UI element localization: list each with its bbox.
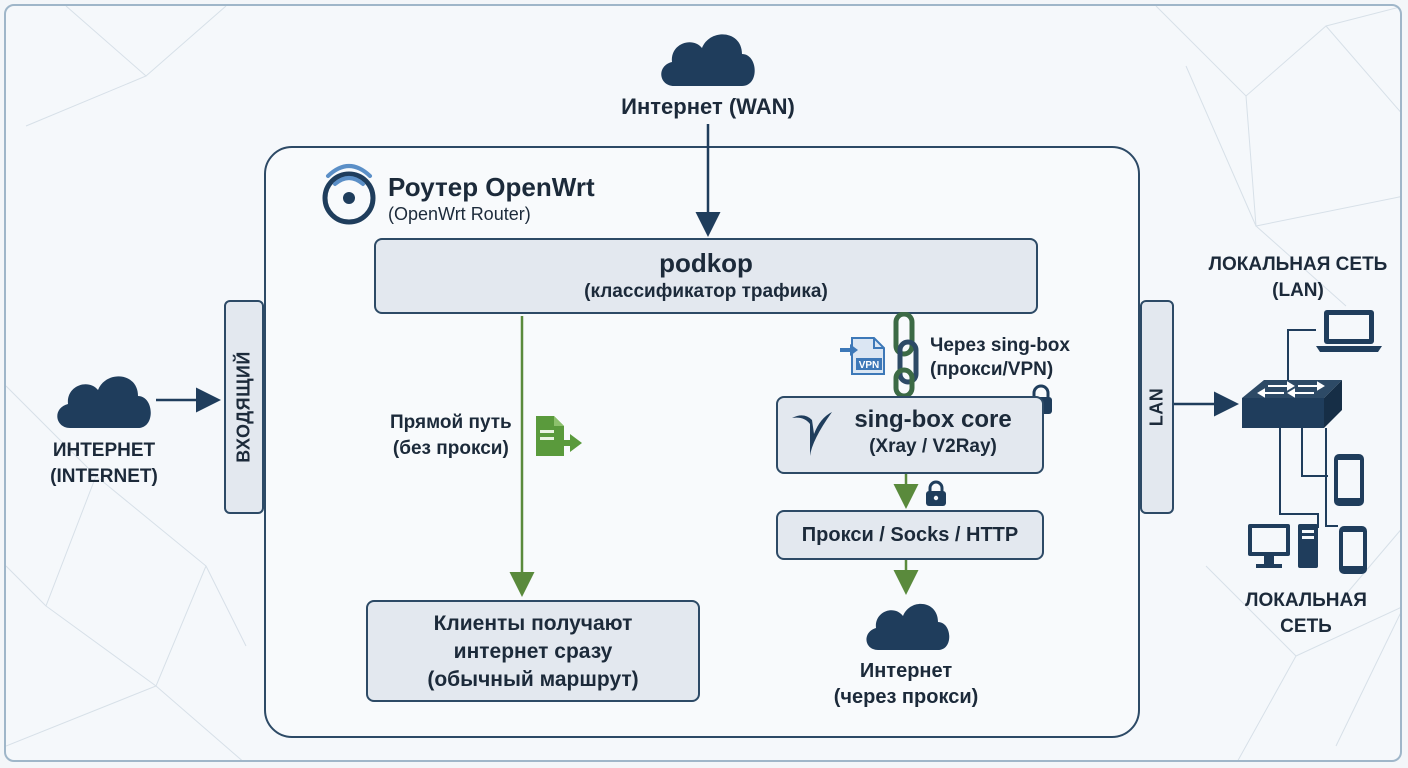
vpn-file-icon: VPN xyxy=(840,337,885,375)
proxy-box: Прокси / Socks / HTTP xyxy=(776,510,1044,560)
podkop-title: podkop xyxy=(659,248,753,278)
direct-line2: (без прокси) xyxy=(392,438,509,459)
connection-arrows xyxy=(156,124,1338,597)
smartphone-icon xyxy=(1334,454,1364,506)
podkop-subtitle: (классификатор трафика) xyxy=(584,281,828,302)
clients-line2: интернет сразу xyxy=(453,640,613,663)
laptop-icon xyxy=(1316,310,1382,352)
clients-line3: (обычный маршрут) xyxy=(427,668,639,691)
lock-icon-2 xyxy=(926,480,946,506)
internet-proxy-label: Интернет (через прокси) xyxy=(806,658,1006,710)
desktop-computer-icon xyxy=(1248,524,1318,568)
via-singbox-line2: (прокси/VPN) xyxy=(930,359,1054,380)
network-switch-icon xyxy=(1242,380,1342,428)
clients-box: Клиенты получают интернет сразу (обычный… xyxy=(366,600,700,702)
lan-top-line1: ЛОКАЛЬНАЯ СЕТЬ xyxy=(1208,254,1388,275)
lan-bottom-label: ЛОКАЛЬНАЯ СЕТЬ xyxy=(1216,588,1396,640)
via-singbox-line1: Через sing-box xyxy=(930,335,1070,356)
lan-bottom-line2: СЕТЬ xyxy=(1280,616,1332,637)
singbox-title: sing-box core xyxy=(854,406,1012,433)
internet-proxy-line2: (через прокси) xyxy=(833,686,979,708)
internet-cloud-icon xyxy=(57,376,151,428)
singbox-box: sing-box core (Xray / V2Ray) xyxy=(776,396,1044,474)
direct-path-label: Прямой путь (без прокси) xyxy=(390,410,512,462)
lan-top-line2: (LAN) xyxy=(1272,280,1324,301)
router-title: Роутер OpenWrt xyxy=(388,172,595,202)
lan-bottom-line1: ЛОКАЛЬНАЯ xyxy=(1245,590,1367,611)
incoming-label: ВХОДЯЩИЙ xyxy=(233,351,254,463)
internet-proxy-line1: Интернет xyxy=(859,660,953,682)
chain-link-icon xyxy=(893,312,919,398)
lan-wiring xyxy=(1279,329,1338,528)
lan-top-label: ЛОКАЛЬНАЯ СЕТЬ (LAN) xyxy=(1192,252,1400,304)
diagram-canvas: Интернет (WAN) Роутер OpenWrt (OpenWrt R… xyxy=(4,4,1402,762)
internet-left-label: ИНТЕРНЕТ (INTERNET) xyxy=(34,438,174,490)
via-singbox-label: Через sing-box (прокси/VPN) xyxy=(930,334,1070,382)
podkop-box: podkop (классификатор трафика) xyxy=(374,238,1038,314)
smartphone-icon-2 xyxy=(1339,526,1367,574)
singbox-subtitle: (Xray / V2Ray) xyxy=(869,436,997,457)
wan-cloud-icon xyxy=(661,34,755,86)
internet-left-line1: ИНТЕРНЕТ xyxy=(52,440,156,461)
lan-port-label: LAN xyxy=(1146,387,1167,427)
singbox-logo-icon xyxy=(792,412,832,456)
proxy-label: Прокси / Socks / HTTP xyxy=(801,524,1019,546)
lan-port: LAN xyxy=(1140,300,1174,514)
proxy-cloud-icon xyxy=(866,603,950,650)
internet-left-line2: (INTERNET) xyxy=(50,466,158,487)
document-arrow-icon xyxy=(536,416,582,456)
openwrt-wifi-icon xyxy=(322,164,376,225)
direct-line1: Прямой путь xyxy=(390,412,512,433)
vpn-badge-text: VPN xyxy=(859,360,880,371)
router-subtitle: (OpenWrt Router) xyxy=(388,204,531,224)
incoming-port: ВХОДЯЩИЙ xyxy=(224,300,264,514)
clients-line1: Клиенты получают xyxy=(433,612,633,635)
wan-label: Интернет (WAN) xyxy=(621,94,795,119)
background-mesh xyxy=(6,6,1400,760)
